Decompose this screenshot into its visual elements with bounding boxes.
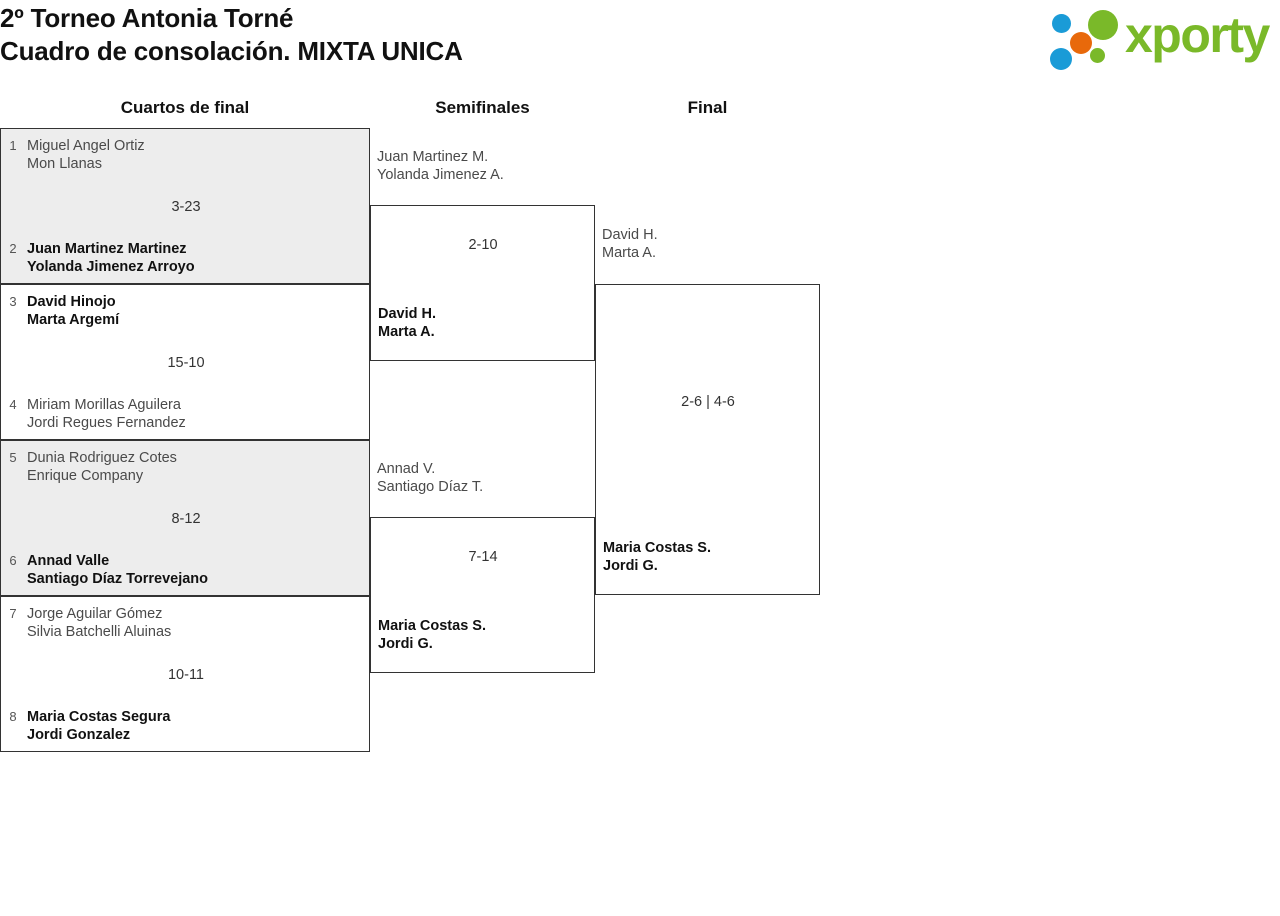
team-name: Annad Valle Santiago Díaz Torrevejano xyxy=(27,553,209,587)
logo-dot-green-large xyxy=(1088,10,1118,40)
seed-number: 7 xyxy=(9,606,17,621)
match-score: 2-10 xyxy=(468,237,498,253)
seed-number: 2 xyxy=(9,241,17,256)
match-block-sf-2[interactable]: 7-14 Maria Costas S. Jordi G. xyxy=(370,517,595,673)
team-name: Miguel Angel Ortiz Mon Llanas xyxy=(27,138,145,172)
seed-number: 3 xyxy=(9,294,17,309)
seed-number: 8 xyxy=(9,709,17,724)
round-header-semifinals: Semifinales xyxy=(435,98,530,117)
team-name: Maria Costas S. Jordi G. xyxy=(378,618,486,652)
team-name: Jorge Aguilar Gómez Silvia Batchelli Alu… xyxy=(27,606,172,640)
team-name: Maria Costas S. Jordi G. xyxy=(603,540,711,574)
team-name: David H. Marta A. xyxy=(378,306,437,340)
page-title: 2º Torneo Antonia Torné xyxy=(0,3,294,33)
match-block-final[interactable]: 2-6 | 4-6 Maria Costas S. Jordi G. xyxy=(595,284,820,595)
match-block-qf-4[interactable]: 7 Jorge Aguilar Gómez Silvia Batchelli A… xyxy=(0,596,370,752)
match-score: 10-11 xyxy=(167,667,204,683)
match-score: 2-6 | 4-6 xyxy=(681,394,735,410)
round-header-final: Final xyxy=(687,98,728,117)
match-block-qf-1[interactable]: 1 Miguel Angel Ortiz Mon Llanas 3-23 2 J… xyxy=(0,128,370,284)
team-name: Maria Costas Segura Jordi Gonzalez xyxy=(27,709,171,743)
team-name: David Hinojo Marta Argemí xyxy=(27,294,120,328)
logo-dot-blue-bottom xyxy=(1050,48,1072,70)
team-name: Juan Martinez M. Yolanda Jimenez A. xyxy=(377,149,504,183)
logo-wordmark: xporty xyxy=(1125,7,1270,63)
match-score: 15-10 xyxy=(167,355,205,371)
tournament-header: 2º Torneo Antonia Torné Cuadro de consol… xyxy=(0,0,1280,80)
seed-number: 1 xyxy=(9,138,17,153)
match-score: 7-14 xyxy=(468,549,498,565)
team-name: Annad V. Santiago Díaz T. xyxy=(377,461,484,495)
seed-number: 4 xyxy=(9,397,17,412)
round-header-quarterfinals: Cuartos de final xyxy=(120,98,250,117)
team-name: Dunia Rodriguez Cotes Enrique Company xyxy=(27,450,177,484)
match-block-sf-1[interactable]: 2-10 David H. Marta A. xyxy=(370,205,595,361)
logo-dot-blue-top xyxy=(1052,14,1071,33)
seed-number: 5 xyxy=(9,450,17,465)
xporty-logo[interactable]: xporty xyxy=(1050,6,1278,70)
logo-dot-green-small xyxy=(1090,48,1105,63)
match-score: 8-12 xyxy=(171,511,201,527)
team-name: Miriam Morillas Aguilera Jordi Regues Fe… xyxy=(27,397,186,431)
seed-number: 6 xyxy=(9,553,17,568)
logo-dot-orange xyxy=(1070,32,1092,54)
page-subtitle: Cuadro de consolación. MIXTA UNICA xyxy=(0,36,463,66)
team-name: Juan Martinez Martinez Yolanda Jimenez A… xyxy=(27,241,195,275)
match-score: 3-23 xyxy=(171,199,201,215)
match-block-qf-3[interactable]: 5 Dunia Rodriguez Cotes Enrique Company … xyxy=(0,440,370,596)
match-block-qf-2[interactable]: 3 David Hinojo Marta Argemí 15-10 4 Miri… xyxy=(0,284,370,440)
team-name: David H. Marta A. xyxy=(602,227,658,261)
